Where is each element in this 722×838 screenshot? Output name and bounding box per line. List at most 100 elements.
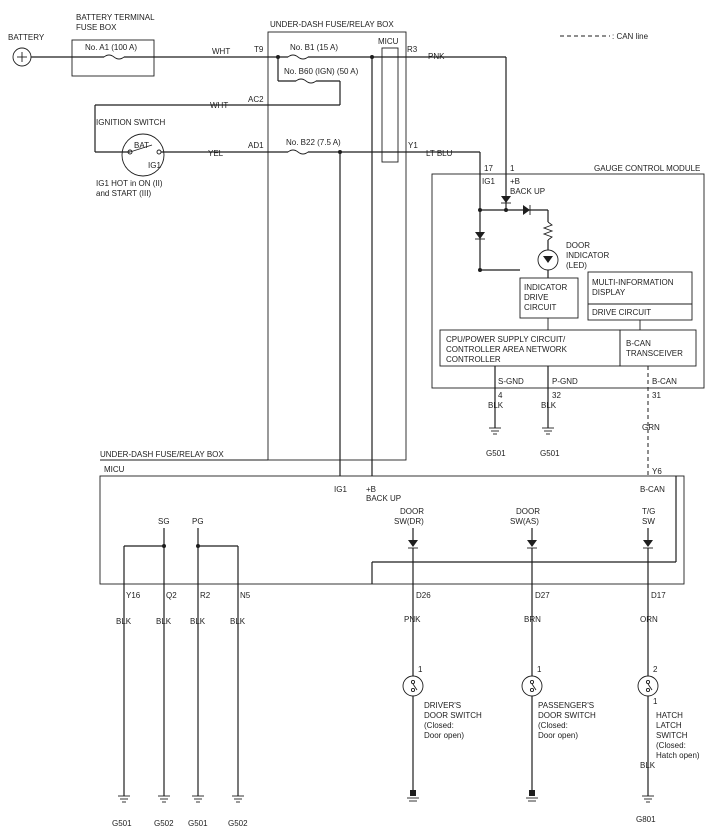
can-legend-label: : CAN line <box>612 32 649 41</box>
hatch-switch-5: Hatch open) <box>656 751 700 760</box>
terminal-t9: T9 <box>254 45 264 54</box>
micu-plus-b: +B <box>366 485 376 494</box>
gcm-ground-wire-2: BLK <box>541 401 557 410</box>
ignition-switch: IGNITION SWITCH BAT IG1 IG1 HOT in ON (I… <box>96 118 166 198</box>
terminal-d27: D27 <box>535 591 550 600</box>
ground-icon <box>232 795 244 803</box>
wire-pnk-bottom: PNK <box>404 615 421 624</box>
battery: BATTERY <box>8 33 45 67</box>
terminal-y6: Y6 <box>652 467 662 476</box>
gcm-sgnd: S-GND <box>498 377 524 386</box>
driver-door-switch <box>402 675 424 697</box>
ground-icon <box>407 790 419 802</box>
passenger-switch-3: (Closed: <box>538 721 568 730</box>
under-dash-fuse-box-bottom: UNDER-DASH FUSE/RELAY BOX MICU Y6 B-CAN … <box>99 450 685 585</box>
door-sw-as-1: DOOR <box>516 507 540 516</box>
gcm-ig1: IG1 <box>482 177 495 186</box>
gcm-bcan: B-CAN <box>652 377 677 386</box>
ground-g801: G801 <box>636 815 656 824</box>
ground-icon <box>489 427 501 435</box>
passenger-switch-2: DOOR SWITCH <box>538 711 596 720</box>
indicator-drive-3: CIRCUIT <box>524 303 557 312</box>
ground-icon <box>118 795 130 803</box>
under-dash-fuse-box-top: UNDER-DASH FUSE/RELAY BOX MICU <box>267 20 407 461</box>
diode-icon <box>501 196 511 203</box>
wire-grn: GRN <box>642 423 660 432</box>
door-sw-dr-2: SW(DR) <box>394 517 424 526</box>
terminal-y1: Y1 <box>408 141 418 150</box>
under-dash-title-bottom: UNDER-DASH FUSE/RELAY BOX <box>100 450 224 459</box>
passenger-switch-4: Door open) <box>538 731 578 740</box>
cpu-label-3: CONTROLLER <box>446 355 501 364</box>
micu-label-top: MICU <box>378 37 399 46</box>
terminal-d26: D26 <box>416 591 431 600</box>
hatch-switch-1: HATCH <box>656 711 683 720</box>
diode-icon <box>527 528 537 549</box>
switch-contact-icon <box>127 149 133 155</box>
ground-g502-n5: G502 <box>228 819 248 828</box>
hatch-switch-3: SWITCH <box>656 731 688 740</box>
battery-label: BATTERY <box>8 33 45 42</box>
diode-left-icon <box>475 232 485 239</box>
hatch-switch-pin-2: 2 <box>653 665 658 674</box>
terminal-ad1: AD1 <box>248 141 264 150</box>
passenger-switch-pin: 1 <box>537 665 542 674</box>
gcm-pin-17: 17 <box>484 164 493 173</box>
driver-switch-2: DOOR SWITCH <box>424 711 482 720</box>
indicator-drive-box <box>519 277 579 319</box>
terminal-d17: D17 <box>651 591 666 600</box>
fuse-a1-label: No. A1 (100 A) <box>85 43 137 52</box>
door-indicator-1: DOOR <box>566 241 590 250</box>
ground-icon <box>526 790 538 802</box>
hatch-latch-switch <box>637 675 659 697</box>
cpu-label-1: CPU/POWER SUPPLY CIRCUIT/ <box>446 335 566 344</box>
wire-blk-1: BLK <box>116 617 132 626</box>
diode-icon <box>408 528 418 549</box>
ground-g501-r2: G501 <box>188 819 208 828</box>
terminal-q2: Q2 <box>166 591 177 600</box>
gcm-title: GAUGE CONTROL MODULE <box>594 164 700 173</box>
bcan-transceiver-1: B-CAN <box>626 339 651 348</box>
fuse-b1-icon <box>287 54 309 60</box>
door-indicator-2: INDICATOR <box>566 251 609 260</box>
wire-brn: BRN <box>524 615 541 624</box>
indicator-drive-2: DRIVE <box>524 293 548 302</box>
fuse-a1-icon <box>103 54 125 60</box>
gcm-plus-b: +B <box>510 177 520 186</box>
ground-icon <box>158 795 170 803</box>
ig1-note-1: IG1 HOT in ON (II) <box>96 179 163 188</box>
micu-backup: BACK UP <box>366 494 401 503</box>
wire-lt-blu: LT BLU <box>426 149 453 158</box>
battery-box-title: BATTERY TERMINAL <box>76 13 155 22</box>
ground-g501-b: G501 <box>540 449 560 458</box>
fuse-b60-label: No. B60 (IGN) (50 A) <box>284 67 359 76</box>
bcan-transceiver-box <box>619 329 697 367</box>
wire-yel: YEL <box>208 149 224 158</box>
fuse-b60-icon <box>295 78 317 84</box>
cpu-label-2: CONTROLLER AREA NETWORK <box>446 345 568 354</box>
wire-blk-2: BLK <box>156 617 172 626</box>
wire-blk-3: BLK <box>190 617 206 626</box>
resistor-icon <box>542 221 554 241</box>
tg-sw-2: SW <box>642 517 655 526</box>
terminal-ac2: AC2 <box>248 95 264 104</box>
passenger-switch-1: PASSENGER'S <box>538 701 594 710</box>
mid-label-2: DISPLAY <box>592 288 626 297</box>
wire-wht-2: WHT <box>210 101 228 110</box>
driver-switch-3: (Closed: <box>424 721 454 730</box>
indicator-drive-1: INDICATOR <box>524 283 567 292</box>
micu-ig1: IG1 <box>334 485 347 494</box>
terminal-r3: R3 <box>407 45 418 54</box>
gcm-pgnd: P-GND <box>552 377 578 386</box>
micu-sg: SG <box>158 517 170 526</box>
ignition-switch-label: IGNITION SWITCH <box>96 118 166 127</box>
terminal-r2: R2 <box>200 591 211 600</box>
hatch-switch-4: (Closed: <box>656 741 686 750</box>
wire-blk-hatch: BLK <box>640 761 656 770</box>
ground-icon <box>642 795 654 803</box>
gcm-ground-wire-1: BLK <box>488 401 504 410</box>
terminal-n5: N5 <box>240 591 251 600</box>
ground-g502-q2: G502 <box>154 819 174 828</box>
fuse-b1-label: No. B1 (15 A) <box>290 43 338 52</box>
